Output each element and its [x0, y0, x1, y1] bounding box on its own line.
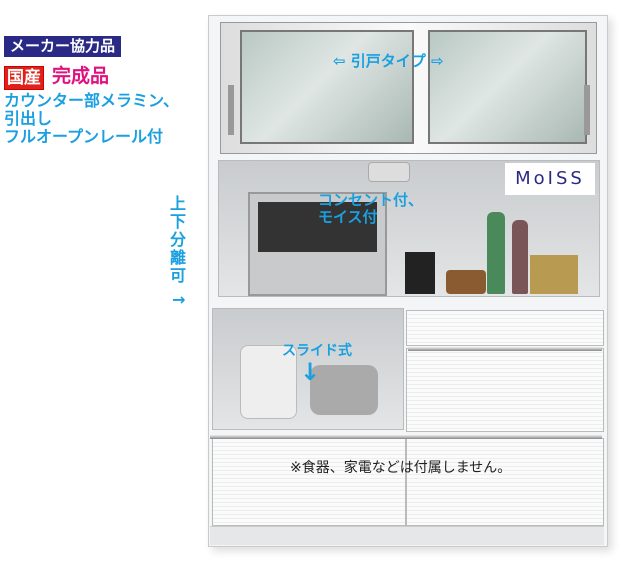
rice-cooker-icon — [310, 365, 378, 415]
sliding-door-text: 引戸タイプ — [350, 52, 426, 70]
outlet-label: コンセント付、モイス付 — [318, 192, 423, 226]
slide-label: スライド式 — [282, 343, 352, 359]
door-handle — [584, 85, 590, 135]
jars-icon — [530, 255, 578, 294]
plinth — [210, 526, 604, 545]
door-handle — [228, 85, 234, 135]
drawer-left-bottom[interactable] — [212, 438, 406, 526]
basket-icon — [446, 270, 486, 294]
sliding-door-label: ⇦ 引戸タイプ ⇨ — [333, 52, 444, 70]
bottle-icon — [487, 212, 505, 294]
moiss-logo: MoISS — [505, 163, 595, 195]
arrow-icon: → — [172, 290, 186, 309]
toaster-icon — [405, 252, 435, 294]
glass-door-right — [428, 30, 587, 144]
feature-line: フルオープンレール付 — [4, 127, 164, 146]
drawer-1[interactable] — [406, 310, 604, 346]
outlet-icon — [368, 162, 410, 182]
features-text: カウンター部メラミン、 引出し フルオープンレール付 — [4, 92, 244, 146]
drawer-right-bottom[interactable] — [406, 438, 604, 526]
disclaimer-note: ※食器、家電などは付属しません。 — [290, 460, 512, 476]
feature-line: 引出し — [4, 109, 53, 128]
down-arrow-icon: ↓ — [300, 358, 321, 386]
separable-label: 上下分離可 — [170, 194, 187, 285]
bottle-icon — [512, 220, 528, 294]
glass-door-left — [240, 30, 414, 144]
outlet-text: モイス付 — [318, 208, 378, 226]
domestic-badge: 国産 — [4, 66, 44, 90]
feature-line: カウンター部メラミン、 — [4, 91, 180, 110]
outlet-text: コンセント付、 — [318, 191, 424, 209]
microwave-icon — [248, 192, 387, 296]
pot-icon — [240, 345, 297, 419]
maker-badge: メーカー協力品 — [4, 36, 122, 57]
drawer-handle — [210, 435, 602, 439]
drawer-handle — [408, 347, 602, 351]
drawer-2[interactable] — [406, 348, 604, 432]
complete-label: 完成品 — [52, 65, 110, 87]
